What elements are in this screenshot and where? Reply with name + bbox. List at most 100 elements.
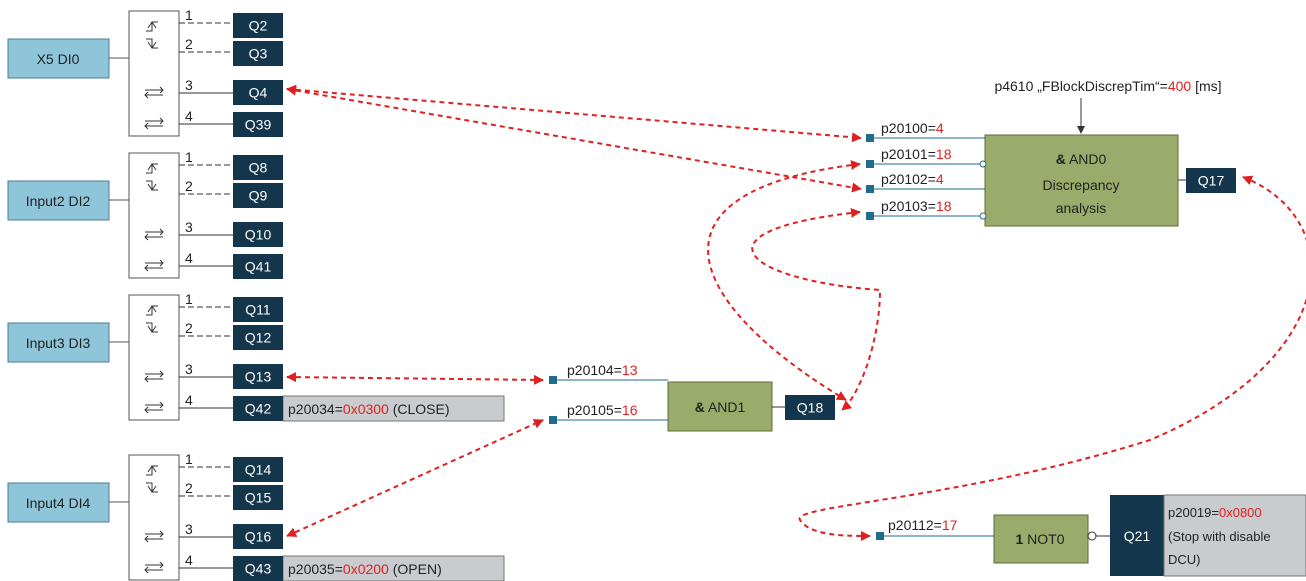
output-number: 3 bbox=[185, 521, 193, 537]
note-param: p20035= bbox=[288, 561, 343, 577]
input-label: X5 DI0 bbox=[37, 51, 80, 67]
param-note-text: (Stop with disable bbox=[1168, 529, 1271, 544]
pin-param: p20102= bbox=[881, 171, 936, 187]
note-value: 0x0800 bbox=[1219, 505, 1262, 520]
q-signal-q13[interactable]: Q13 bbox=[233, 364, 283, 389]
link-q16-p20105 bbox=[286, 419, 544, 537]
note-value: 0x0200 bbox=[343, 561, 389, 577]
q-signal-q14[interactable]: Q14 bbox=[233, 457, 283, 482]
timer-param: p4610 „FBlockDiscrepTim“= bbox=[994, 78, 1167, 94]
q-signal-q11[interactable]: Q11 bbox=[233, 297, 283, 322]
input-pin[interactable] bbox=[866, 185, 874, 193]
q-signal-q17[interactable]: Q17 bbox=[1186, 168, 1236, 193]
q-label: Q42 bbox=[245, 401, 272, 417]
q-signal-q4[interactable]: Q4 bbox=[233, 80, 283, 105]
q-label: Q3 bbox=[249, 46, 268, 62]
note-suffix: (OPEN) bbox=[389, 561, 442, 577]
negation-circle bbox=[979, 160, 987, 168]
falling-edge-icon bbox=[146, 482, 158, 493]
toggle-contact-icon bbox=[144, 561, 164, 574]
and0-pin-label: p20102=4 bbox=[881, 171, 944, 187]
link-q4-p20102 bbox=[286, 85, 862, 193]
q-label: Q12 bbox=[245, 330, 272, 346]
output-number: 4 bbox=[185, 392, 193, 408]
q-signal-q18[interactable]: Q18 bbox=[785, 395, 835, 420]
and0-subtitle: Discrepancy bbox=[1042, 177, 1119, 193]
q-box bbox=[233, 457, 283, 482]
falling-edge-icon bbox=[146, 180, 158, 191]
input-box[interactable] bbox=[7, 38, 110, 79]
q-box bbox=[233, 556, 283, 581]
q-signal-q16[interactable]: Q16 bbox=[233, 524, 283, 549]
gate-name: AND1 bbox=[705, 399, 746, 415]
q-signal-q8[interactable]: Q8 bbox=[233, 155, 283, 180]
output-number: 4 bbox=[185, 552, 193, 568]
q-label: Q2 bbox=[249, 18, 268, 34]
and1-gate[interactable] bbox=[667, 381, 773, 432]
and0-title: & AND0 bbox=[1056, 151, 1107, 167]
input-pin[interactable] bbox=[876, 532, 884, 540]
input-box[interactable] bbox=[7, 322, 110, 363]
q-label: Q4 bbox=[249, 85, 268, 101]
toggle-contact-icon bbox=[144, 228, 164, 241]
pin-value: 18 bbox=[936, 198, 952, 214]
q-box bbox=[785, 395, 835, 420]
q-box bbox=[233, 485, 283, 510]
q-label: Q11 bbox=[245, 302, 271, 318]
input-pin[interactable] bbox=[866, 134, 874, 142]
contact-frame bbox=[128, 294, 180, 421]
input-box[interactable] bbox=[7, 482, 110, 523]
falling-edge-icon bbox=[146, 322, 158, 333]
q-label: Q8 bbox=[249, 160, 268, 176]
q-signal-q10[interactable]: Q10 bbox=[233, 222, 283, 247]
q-signal-q21[interactable]: Q21 bbox=[1110, 495, 1164, 576]
q-signal-q12[interactable]: Q12 bbox=[233, 325, 283, 350]
contact-frame bbox=[128, 454, 180, 581]
q-box bbox=[233, 297, 283, 322]
contact-frame bbox=[128, 152, 180, 279]
gate-symbol: & bbox=[1056, 151, 1066, 167]
input-pin[interactable] bbox=[549, 416, 557, 424]
and0-pin-label: p20101=18 bbox=[881, 146, 952, 162]
gate-symbol: 1 bbox=[1015, 531, 1023, 547]
input-pin[interactable] bbox=[866, 160, 874, 168]
q-label: Q21 bbox=[1124, 528, 1151, 544]
q-label: Q39 bbox=[245, 117, 272, 133]
output-number: 1 bbox=[185, 451, 193, 467]
output-number: 1 bbox=[185, 7, 193, 23]
input-label: Input4 DI4 bbox=[26, 495, 91, 511]
input-pin[interactable] bbox=[866, 212, 874, 220]
pin-value: 4 bbox=[936, 120, 944, 136]
q-signal-q43[interactable]: Q43 bbox=[233, 556, 283, 581]
gate-symbol: & bbox=[695, 399, 705, 415]
q-signal-q41[interactable]: Q41 bbox=[233, 254, 283, 279]
q-box bbox=[233, 41, 283, 66]
rising-edge-icon bbox=[146, 465, 158, 476]
pin-param: p20105= bbox=[567, 402, 622, 418]
pin-value: 17 bbox=[942, 517, 958, 533]
toggle-contact-icon bbox=[144, 370, 164, 383]
and1-pin-label: p20104=13 bbox=[567, 362, 638, 378]
q-box bbox=[233, 183, 283, 208]
q-signal-q15[interactable]: Q15 bbox=[233, 485, 283, 510]
q-box bbox=[233, 80, 283, 105]
output-number: 2 bbox=[185, 36, 193, 52]
q-box bbox=[233, 112, 283, 137]
not0-pin-label: p20112=17 bbox=[888, 517, 958, 533]
input-pin[interactable] bbox=[549, 376, 557, 384]
and1-title: & AND1 bbox=[695, 399, 746, 415]
q-signal-q3[interactable]: Q3 bbox=[233, 41, 283, 66]
q-label: Q10 bbox=[245, 227, 272, 243]
link-p20101-q18 bbox=[707, 160, 861, 401]
gate-name: AND0 bbox=[1066, 151, 1107, 167]
q-box bbox=[233, 396, 283, 421]
q-signal-q9[interactable]: Q9 bbox=[233, 183, 283, 208]
link-q13-p20104 bbox=[286, 372, 544, 385]
output-number: 4 bbox=[185, 108, 193, 124]
q-signal-q39[interactable]: Q39 bbox=[233, 112, 283, 137]
q-signal-q2[interactable]: Q2 bbox=[233, 13, 283, 38]
toggle-contact-icon bbox=[144, 117, 164, 130]
q-label: Q9 bbox=[249, 188, 268, 204]
q-signal-q42[interactable]: Q42 bbox=[233, 396, 283, 421]
